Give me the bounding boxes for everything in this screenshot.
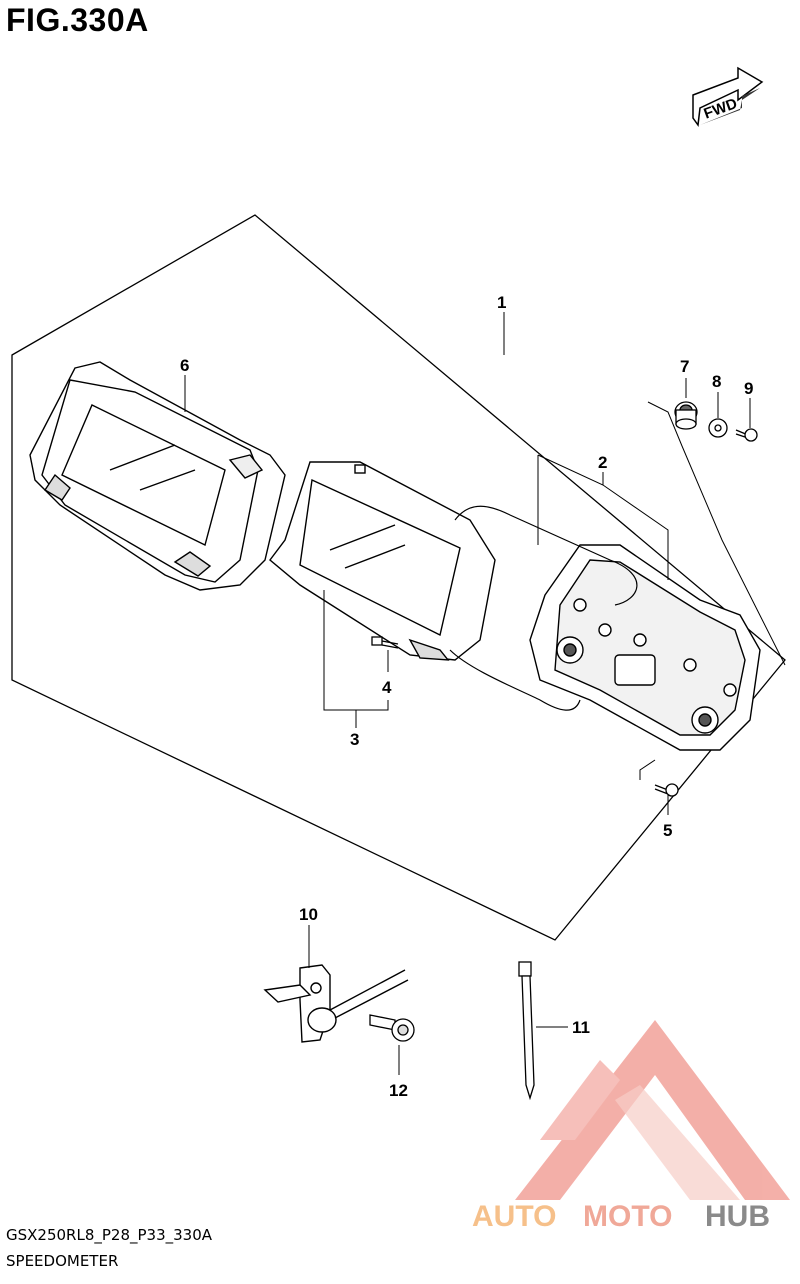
watermark-text: AUTO MOTO HUB xyxy=(472,1200,770,1233)
watermark-word-auto: AUTO xyxy=(472,1200,556,1233)
callout-3: 3 xyxy=(350,730,359,749)
callout-11: 11 xyxy=(572,1018,590,1037)
callout-5: 5 xyxy=(663,821,672,840)
callouts: 1 2 3 4 5 6 7 8 9 10 11 12 xyxy=(180,293,753,1100)
cable-tie-11-part xyxy=(518,961,535,1101)
bolt-12-part xyxy=(369,1014,415,1042)
washer-8-part xyxy=(708,418,728,438)
callout-1: 1 xyxy=(497,293,506,312)
screw-5-part xyxy=(654,783,679,797)
callout-2: 2 xyxy=(598,453,607,472)
sensor-10-part xyxy=(263,964,409,1043)
watermark-word-hub: HUB xyxy=(705,1200,770,1233)
callout-8: 8 xyxy=(712,372,721,391)
figure-code: GSX250RL8_P28_P33_330A xyxy=(6,1226,213,1244)
figure-name: SPEEDOMETER xyxy=(6,1252,119,1270)
screw-9-part xyxy=(735,428,758,442)
display-panel-part xyxy=(269,461,496,661)
wire-harness xyxy=(449,505,638,711)
meter-cover-part xyxy=(29,361,286,591)
callout-12: 12 xyxy=(389,1081,408,1100)
callout-9: 9 xyxy=(744,379,753,398)
figure-title: FIG.330A xyxy=(6,2,149,38)
fwd-arrow-icon: FWD xyxy=(692,66,764,128)
watermark-logo xyxy=(515,1020,790,1200)
meter-case-part xyxy=(529,544,761,751)
callout-7: 7 xyxy=(680,357,689,376)
leader-lines xyxy=(184,312,786,1075)
callout-10: 10 xyxy=(299,905,318,924)
grommet-7-part xyxy=(674,401,698,430)
callout-4: 4 xyxy=(382,678,392,697)
screw-4-part xyxy=(371,636,399,649)
callout-6: 6 xyxy=(180,356,189,375)
watermark-word-moto: MOTO xyxy=(583,1200,672,1233)
assembly-outline xyxy=(11,214,786,941)
